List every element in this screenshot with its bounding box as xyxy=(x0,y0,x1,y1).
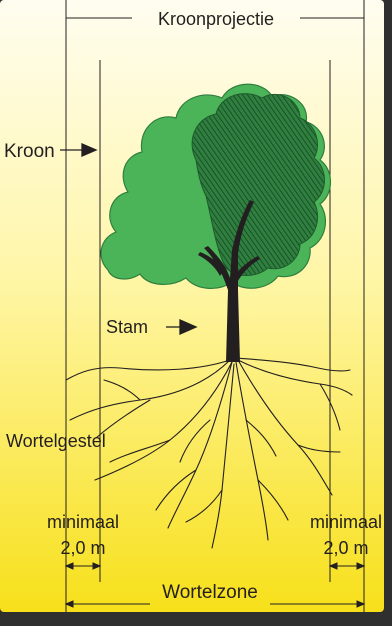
min-right-label-2: 2,0 m xyxy=(323,538,368,558)
trunk-label: Stam xyxy=(106,317,148,337)
root-system-label: Wortelgestel xyxy=(6,431,106,451)
min-left-label-2: 2,0 m xyxy=(60,538,105,558)
min-right-label-1: minimaal xyxy=(310,512,382,532)
crown-label: Kroon xyxy=(4,141,55,162)
root-zone-label: Wortelzone xyxy=(162,582,258,603)
min-left-label-1: minimaal xyxy=(47,512,119,532)
crown-projection-label: Kroonprojectie xyxy=(158,9,274,29)
